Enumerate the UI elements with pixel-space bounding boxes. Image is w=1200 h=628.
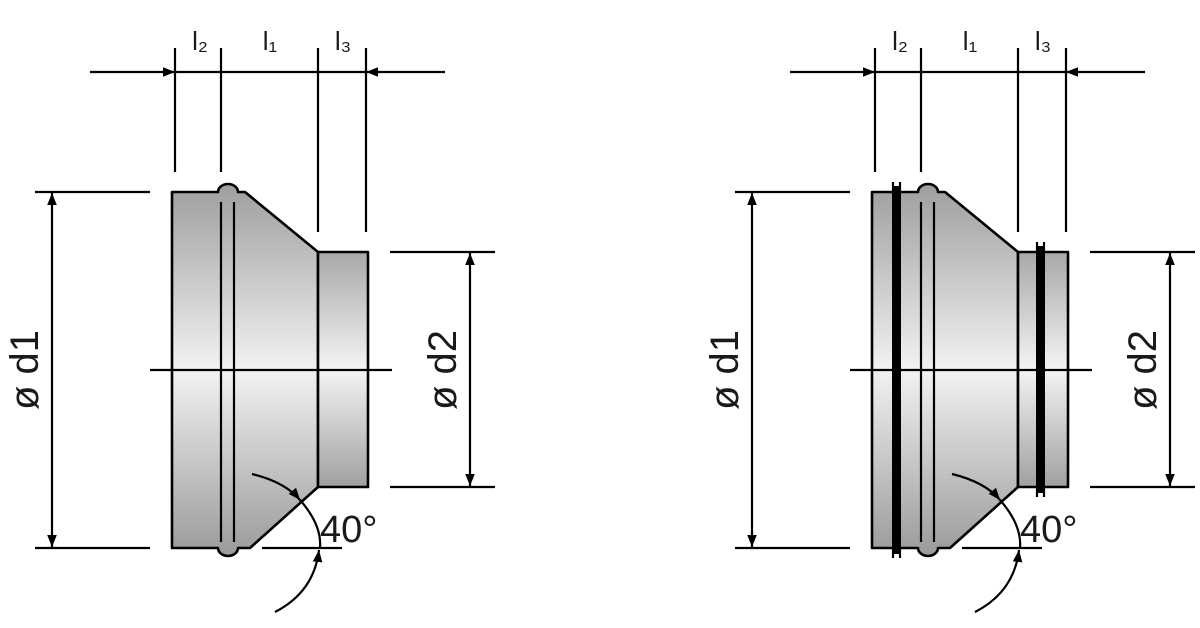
dim-d2: ø d2 bbox=[1121, 330, 1165, 410]
dim-l3: l₃ bbox=[1035, 26, 1051, 56]
dim-angle: 40° bbox=[1020, 509, 1077, 551]
dim-d2: ø d2 bbox=[421, 330, 465, 410]
dim-l2: l₂ bbox=[892, 26, 908, 56]
dim-d1: ø d1 bbox=[3, 330, 47, 410]
dim-l1: l₁ bbox=[963, 26, 978, 56]
gasket-small bbox=[1035, 242, 1046, 497]
dim-l3: l₃ bbox=[335, 26, 351, 56]
dim-l1: l₁ bbox=[263, 26, 278, 56]
gasket-large bbox=[891, 182, 902, 558]
drawing-left: l₂ l₁ l₃ ø d1 ø d2 40° bbox=[3, 26, 495, 612]
dim-d1: ø d1 bbox=[703, 330, 747, 410]
dim-l2: l₂ bbox=[192, 26, 208, 56]
drawing-right: l₂ l₁ l₃ ø d1 ø d2 40° bbox=[703, 26, 1195, 612]
dim-angle: 40° bbox=[320, 509, 377, 551]
